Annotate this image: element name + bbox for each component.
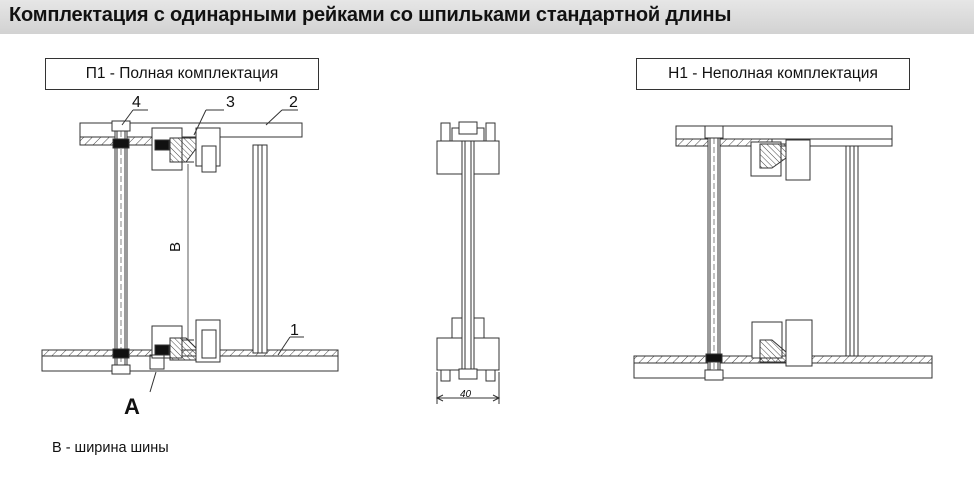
- dimension-width-label: 40: [460, 389, 472, 400]
- callout-2: 2: [289, 94, 298, 111]
- callout-3: 3: [226, 94, 235, 111]
- legend-text: В - ширина шины: [52, 440, 169, 456]
- callout-4: 4: [132, 94, 141, 111]
- page-title: Комплектация с одинарными рейками со шпи…: [9, 4, 732, 26]
- variant-label-partial: Н1 - Неполная комплектация: [636, 58, 910, 90]
- callout-1: 1: [290, 322, 299, 339]
- callout-detail-a: А: [124, 394, 140, 419]
- variant-label-full: П1 - Полная комплектация: [45, 58, 319, 90]
- header-bar: [0, 0, 974, 34]
- partial-assembly-view: [633, 125, 933, 381]
- side-view: [435, 121, 501, 404]
- full-assembly-view: [41, 109, 339, 393]
- dimension-height-label: В: [167, 242, 184, 252]
